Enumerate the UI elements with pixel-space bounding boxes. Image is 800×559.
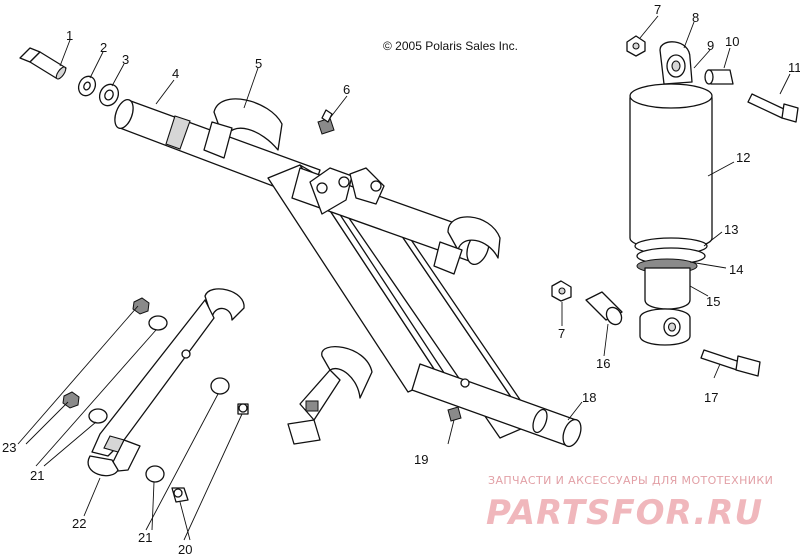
callout-17: 17	[704, 390, 718, 405]
bushing-part-10	[704, 69, 734, 85]
bolt-part-1	[19, 47, 67, 80]
spacer-part-16	[585, 291, 623, 326]
washer-part-21-lower	[145, 465, 165, 483]
callout-6: 6	[343, 82, 350, 97]
callout-1: 1	[66, 28, 73, 43]
shock-absorber-part-12	[629, 41, 713, 346]
callout-4: 4	[172, 66, 179, 81]
callout-7-top: 7	[654, 2, 661, 17]
bolt-part-11	[747, 93, 799, 123]
screw-part-20-lower	[171, 487, 189, 503]
limiter-strap-part-22	[87, 288, 245, 477]
washer-part-3	[98, 83, 120, 107]
nut-part-7-lower	[551, 280, 572, 302]
washer-part-21-upper	[148, 315, 168, 331]
callout-11: 11	[788, 60, 800, 75]
copyright-text: © 2005 Polaris Sales Inc.	[383, 39, 518, 53]
watermark-brand: PARTSFOR.RU	[486, 493, 763, 533]
callout-16: 16	[596, 356, 610, 371]
torque-arm-assembly	[114, 98, 582, 448]
callout-15: 15	[706, 294, 720, 309]
callout-7-lower: 7	[558, 326, 565, 341]
nut-part-23-lower	[62, 391, 80, 409]
callout-13: 13	[724, 222, 738, 237]
callout-3: 3	[122, 52, 129, 67]
grease-fitting-part-6	[317, 109, 335, 135]
watermark-tagline: ЗАПЧАСТИ И АКСЕССУАРЫ ДЛЯ МОТОТЕХНИКИ	[488, 474, 773, 487]
callout-5: 5	[255, 56, 262, 71]
watermark: ЗАПЧАСТИ И АКСЕССУАРЫ ДЛЯ МОТОТЕХНИКИ PA…	[486, 474, 773, 533]
callout-21-lower: 21	[138, 530, 152, 545]
callout-9: 9	[707, 38, 714, 53]
callout-8: 8	[692, 10, 699, 25]
nut-part-23-upper	[132, 297, 150, 315]
callout-19: 19	[414, 452, 428, 467]
washer-part-21-middle	[88, 408, 108, 424]
callout-14: 14	[729, 262, 743, 277]
callout-12: 12	[736, 150, 750, 165]
washer-part-2	[77, 75, 97, 97]
screw-part-20-upper	[237, 403, 249, 415]
callout-2: 2	[100, 40, 107, 55]
nut-part-7-top	[626, 35, 646, 57]
callout-23: 23	[2, 440, 16, 455]
washer-part-21-right	[210, 377, 230, 395]
callout-18: 18	[582, 390, 596, 405]
bolt-part-17	[700, 349, 761, 377]
callout-10: 10	[725, 34, 739, 49]
limiter-clamp-lower	[287, 346, 373, 445]
grease-fitting-part-19	[447, 406, 462, 422]
callout-22: 22	[72, 516, 86, 531]
callout-21-left: 21	[30, 468, 44, 483]
leader-lines	[17, 15, 791, 541]
callout-20: 20	[178, 542, 192, 557]
